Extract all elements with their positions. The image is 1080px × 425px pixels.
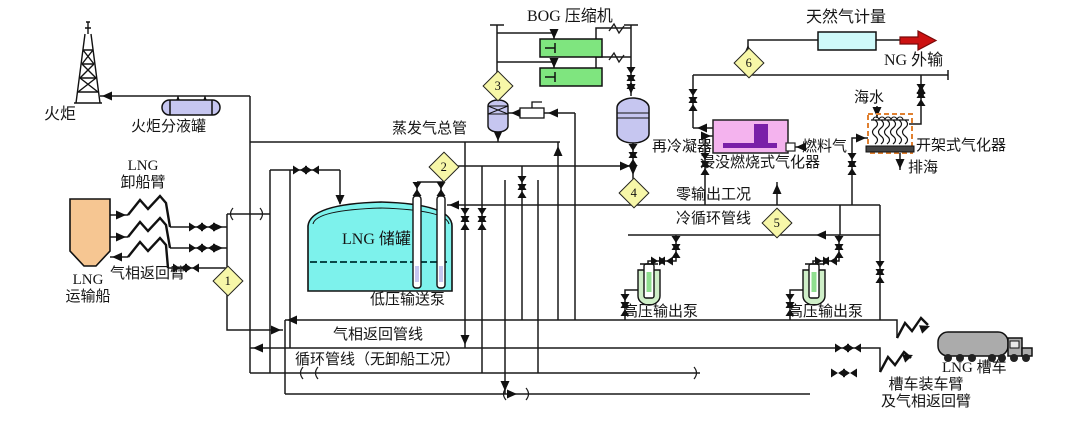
in-tank-lp-pumps (412, 195, 446, 289)
label-lp-pump: 低压输送泵 (370, 292, 446, 308)
ng-export-arrow (899, 30, 938, 51)
label-lng-truck: LNG 槽车 (942, 360, 1007, 376)
process-piping (100, 22, 949, 401)
ng-meter (817, 31, 877, 51)
bog-suction-drum (487, 99, 509, 133)
label-ng-metering: 天然气计量 (806, 9, 887, 26)
label-vapor-return-line: 气相返回管线 (333, 327, 424, 343)
flare-knockout-drum (161, 99, 221, 116)
label-hp-pump-2: 高压输出泵 (788, 304, 864, 320)
label-orv: 开架式气化器 (916, 138, 1007, 154)
orv-vaporizer (865, 113, 915, 154)
label-flare-ko-drum: 火炬分液罐 (131, 119, 207, 135)
label-recondenser: 再冷凝器 (652, 139, 713, 155)
truck-loading-arms-shape (878, 316, 929, 373)
label-lng-tank: LNG 储罐 (342, 231, 411, 248)
lng-tank-truck (937, 331, 1033, 362)
label-zero-output: 零输出工况 (676, 187, 752, 203)
label-bog-compressor: BOG 压缩机 (527, 8, 613, 25)
bog-compressor-2 (539, 67, 603, 87)
label-vapor-return-arm: 气相返回臂 (110, 266, 186, 282)
label-circulation-line: 循环管线（无卸船工况） (295, 352, 461, 368)
hp-pump-1 (637, 263, 661, 306)
label-fuel-gas: 燃料气 (802, 139, 848, 155)
label-scv: 浸没燃烧式气化器 (700, 155, 821, 171)
label-lng-unloading-arm: LNG 卸船臂 (120, 158, 166, 192)
label-ng-export: NG 外输 (884, 52, 944, 69)
scv-vaporizer (712, 119, 796, 154)
label-seawater: 海水 (854, 90, 885, 106)
control-valve (519, 101, 545, 119)
label-lng-carrier: LNG 运输船 (65, 272, 111, 306)
flow-arrows (102, 29, 932, 399)
bog-compressor-1 (539, 38, 603, 58)
recondenser-vessel (616, 97, 650, 144)
lng-carrier-ship (69, 198, 111, 267)
label-truck-loading-arm: 槽车装车臂 及气相返回臂 (880, 377, 971, 411)
label-flare: 火炬 (44, 106, 77, 123)
hp-pump-2 (802, 263, 826, 306)
vapor-return-arm-shape (127, 236, 170, 269)
flare-stack (74, 21, 102, 104)
label-cold-circulation: 冷循环管线 (676, 211, 752, 227)
lng-unloading-arms (127, 194, 172, 249)
label-hp-pump-1: 高压输出泵 (623, 304, 699, 320)
label-sea-discharge: 排海 (908, 160, 939, 176)
label-bog-header: 蒸发气总管 (392, 121, 468, 137)
